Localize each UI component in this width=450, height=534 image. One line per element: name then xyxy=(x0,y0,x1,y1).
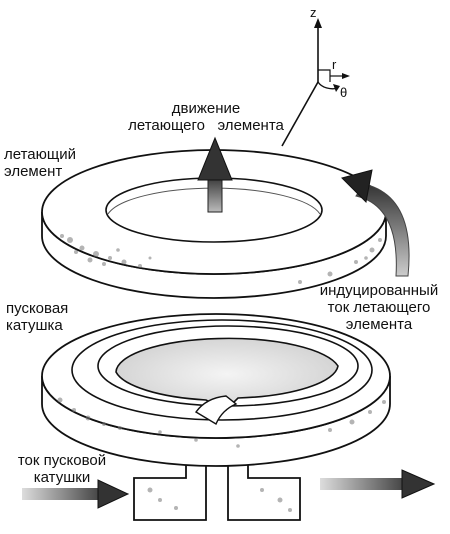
flying-element-label-line2: элемент xyxy=(4,163,63,180)
theta-axis-label: θ xyxy=(340,85,348,100)
coil-current-in-shaft xyxy=(22,488,100,500)
coil-shading xyxy=(57,397,386,512)
induced-current-label-line3: элемента xyxy=(345,316,413,333)
right-angle-marker xyxy=(318,69,331,82)
flying-element-label-line1: летающий xyxy=(4,146,76,163)
motion-label: движение летающего элемента xyxy=(106,100,306,134)
induced-current-arrow-head xyxy=(341,169,373,204)
motion-arrow xyxy=(197,136,233,213)
coil-current-out-head xyxy=(401,469,436,499)
coil-current-label-line1: ток пусковой xyxy=(17,452,107,469)
z-axis-label: z xyxy=(310,5,317,20)
induced-current-arrow-body xyxy=(355,183,410,277)
radial-axis-line xyxy=(281,81,319,147)
motion-arrow-shaft xyxy=(207,175,223,213)
coil-current-label: ток пусковой катушки xyxy=(4,452,120,486)
theta-arrowhead xyxy=(333,84,340,92)
coil-current-in-arrow xyxy=(22,479,130,509)
launch-coil xyxy=(41,313,391,521)
induced-current-arrow xyxy=(341,169,410,277)
r-axis-arrowhead xyxy=(342,73,350,79)
coil-turn-outer xyxy=(71,319,373,421)
z-axis-arrowhead xyxy=(314,18,322,28)
launch-coil-label-line1: пусковая xyxy=(6,300,69,317)
flying-element-label: летающий элемент xyxy=(4,146,76,180)
launch-coil-label-line2: катушка xyxy=(6,317,63,334)
r-axis-label: r xyxy=(332,57,337,72)
coil-current-label-line2: катушки xyxy=(33,469,91,486)
motion-arrow-head xyxy=(197,136,233,181)
induced-current-label-line1: индуцированный xyxy=(319,282,439,299)
flying-ring-shading xyxy=(60,234,382,284)
coil-current-out-shaft xyxy=(320,478,404,490)
coil-lead-connector xyxy=(194,395,238,426)
coil-center-disk xyxy=(115,337,339,411)
motion-label-line1: движение xyxy=(171,100,241,117)
motion-label-line2: летающего элемента xyxy=(128,117,284,134)
induced-current-label-line2: ток летающего xyxy=(327,299,431,316)
induced-current-label: индуцированный ток летающего элемента xyxy=(310,282,448,333)
launch-coil-label: пусковая катушка xyxy=(6,300,68,334)
coordinate-axes xyxy=(281,18,350,147)
coil-current-out-arrow xyxy=(320,469,436,499)
coil-current-in-head xyxy=(97,479,130,509)
